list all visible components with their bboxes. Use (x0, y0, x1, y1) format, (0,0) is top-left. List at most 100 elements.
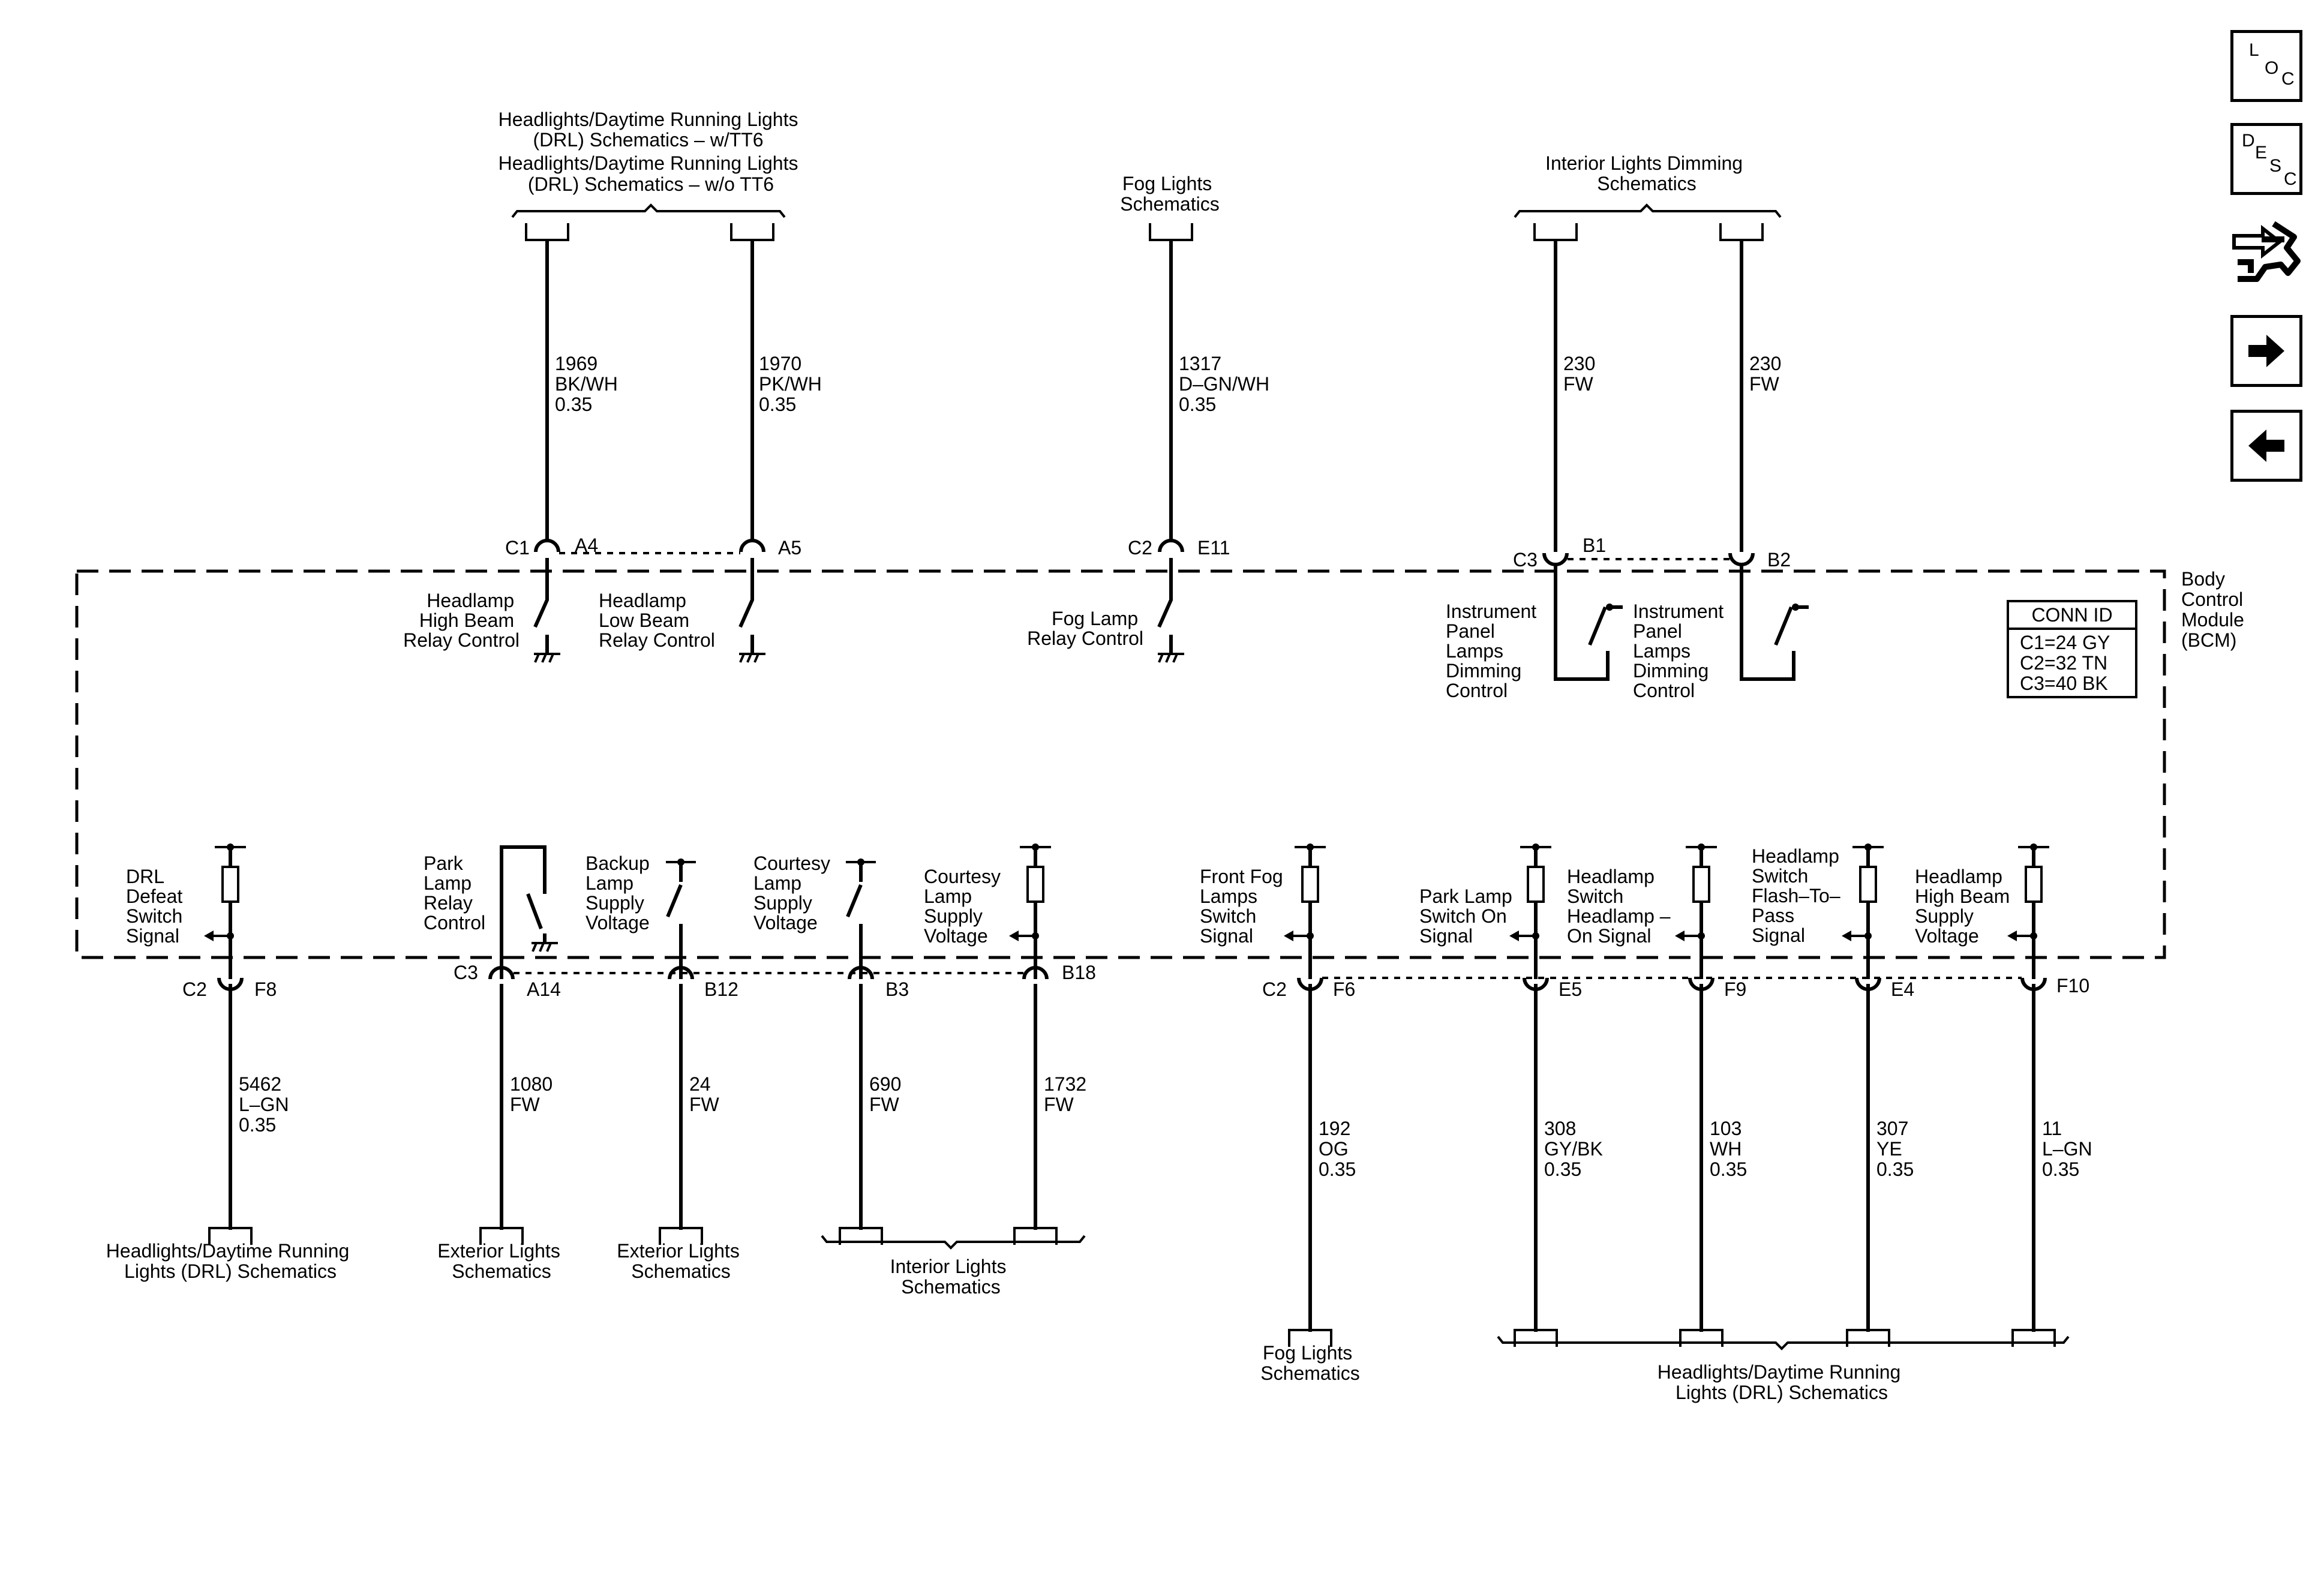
pin-label: C2 (1262, 978, 1287, 1000)
circuit-label-line: Defeat (126, 885, 182, 907)
bottom-destination-exterior-1[interactable]: Exterior Lights Schematics (437, 1240, 565, 1282)
circuit-label-line: Front Fog (1200, 866, 1283, 887)
top-wires (545, 240, 1743, 552)
circuit-label-line: Low Beam (599, 610, 689, 631)
bottom-destination-line: Schematics (631, 1260, 730, 1282)
circuit-label-line: Supply (753, 892, 812, 914)
top-destination-drl[interactable]: Headlights/Daytime Running Lights (DRL) … (499, 109, 804, 195)
conn-id-title: CONN ID (2031, 604, 2112, 626)
pin-label: B12 (704, 978, 738, 1000)
circuit-label-line: Voltage (585, 912, 650, 933)
label-park-relay: Park Lamp Relay Control (424, 852, 485, 933)
wire-label-line: FW (869, 1094, 900, 1115)
label-park-switch: Park Lamp Switch On Signal (1419, 885, 1518, 947)
top-destination-fog-line: Schematics (1120, 193, 1219, 215)
wire-label-line: L–GN (239, 1094, 289, 1115)
bottom-destination-line: Exterior Lights (617, 1240, 740, 1262)
wire-label-1317: 1317 D–GN/WH 0.35 (1179, 353, 1275, 415)
circuit-label-line: Lamps (1446, 640, 1503, 662)
pin-label: B18 (1062, 962, 1096, 983)
wire-label-line: 1317 (1179, 353, 1221, 374)
circuit-label-line: Backup (585, 852, 650, 874)
wire-label-line: 0.35 (1179, 394, 1216, 415)
wire-label-line: FW (1563, 373, 1594, 395)
wire-label-1970: 1970 PK/WH 0.35 (759, 353, 827, 415)
bottom-destination-exterior-2[interactable]: Exterior Lights Schematics (617, 1240, 744, 1282)
wire-label-line: FW (510, 1094, 541, 1115)
top-destination-fog[interactable]: Fog Lights Schematics (1120, 173, 1219, 215)
wire-label-line: FW (689, 1094, 720, 1115)
location-button[interactable]: L O C (2230, 30, 2302, 102)
wire-label-192: 192 OG 0.35 (1319, 1118, 1356, 1180)
wire-label-1732: 1732 FW (1044, 1073, 1092, 1115)
wire-label-11: 11 L–GN 0.35 (2042, 1118, 2097, 1180)
bottom-destination-interior[interactable]: Interior Lights Schematics (890, 1256, 1012, 1298)
bottom-destination-drl-2[interactable]: Headlights/Daytime Running Lights (DRL) … (1658, 1361, 1906, 1403)
bottom-destination-line: Headlights/Daytime Running (1658, 1361, 1901, 1383)
circuit-label-line: High Beam (1915, 885, 2010, 907)
conn-id-row: C1=24 GY (2020, 632, 2110, 653)
pin-label: F9 (1724, 978, 1746, 1000)
bottom-destination-drl-1[interactable]: Headlights/Daytime Running Lights (DRL) … (106, 1240, 355, 1282)
pin-label: E11 (1197, 537, 1230, 559)
bottom-destination-line: Lights (DRL) Schematics (124, 1260, 337, 1282)
bottom-destination-line: Schematics (901, 1276, 1000, 1298)
circuit-label-line: Headlamp (599, 590, 686, 611)
wire-label-line: YE (1876, 1138, 1902, 1160)
wire-label-line: BK/WH (555, 373, 618, 395)
circuit-label-line: Flash–To– (1752, 885, 1840, 906)
location-letter: O (2265, 58, 2279, 78)
location-letter: C (2281, 69, 2295, 89)
wire-label-line: 0.35 (1544, 1158, 1581, 1180)
wire-label-line: 5462 (239, 1073, 281, 1095)
wire-label-line: 0.35 (1876, 1158, 1914, 1180)
label-front-fog: Front Fog Lamps Switch Signal (1200, 866, 1289, 947)
circuit-label-line: Relay Control (1027, 628, 1143, 649)
conn-id-row: C2=32 TN (2020, 652, 2107, 674)
wire-label-line: 24 (689, 1073, 711, 1095)
top-destination-drl-line: (DRL) Schematics – w/o TT6 (528, 173, 774, 195)
bottom-destination-fog[interactable]: Fog Lights Schematics (1260, 1342, 1359, 1384)
description-button[interactable]: D E S C (2230, 123, 2302, 195)
label-ip-dimming-1: Instrument Panel Lamps Dimming Control (1446, 601, 1542, 701)
top-destination-drl-line: Headlights/Daytime Running Lights (499, 109, 798, 130)
previous-page-button[interactable] (2230, 410, 2302, 482)
top-destination-fog-line: Fog Lights (1122, 173, 1212, 194)
top-brace-drl (511, 203, 786, 218)
wire-label-line: 307 (1876, 1118, 1908, 1139)
circuit-label-line: DRL (126, 866, 164, 887)
module-name-line: Module (2181, 609, 2244, 631)
wire-label-line: GY/BK (1544, 1138, 1603, 1160)
bottom-destination-line: Fog Lights (1263, 1342, 1352, 1364)
wire-label-line: 1970 (759, 353, 801, 374)
pin-label: E5 (1559, 978, 1582, 1000)
label-drl-defeat: DRL Defeat Switch Signal (126, 866, 188, 947)
wire-label-line: 0.35 (555, 394, 592, 415)
wire-label-line: 0.35 (239, 1114, 276, 1136)
wire-label-line: 0.35 (2042, 1158, 2079, 1180)
label-backup-lamp: Backup Lamp Supply Voltage (585, 852, 655, 933)
pin-label: C2 (182, 978, 207, 1000)
bottom-harness-connectors (208, 1227, 2070, 1350)
wire-label-24: 24 FW (689, 1073, 720, 1115)
pin-label: F8 (254, 978, 277, 1000)
next-page-button[interactable] (2230, 315, 2302, 387)
circuit-label-line: Relay Control (599, 629, 715, 651)
wire-label-line: 192 (1319, 1118, 1350, 1139)
connector-tools-icon[interactable] (2227, 213, 2305, 291)
top-destination-interior-dimming[interactable]: Interior Lights Dimming Schematics (1545, 152, 1748, 194)
wire-label-1969: 1969 BK/WH 0.35 (555, 353, 623, 415)
module-name: Body Control Module (BCM) (2181, 568, 2250, 651)
circuit-label-line: Lamp (753, 872, 801, 894)
pin-label: A5 (778, 537, 801, 559)
wire-label-103: 103 WH 0.35 (1710, 1118, 1747, 1180)
top-destination-drl-line: Headlights/Daytime Running Lights (499, 152, 798, 174)
circuit-label-line: Headlamp (427, 590, 514, 611)
circuit-label-line: Signal (1419, 925, 1473, 947)
bottom-destination-line: Exterior Lights (437, 1240, 560, 1262)
circuit-label-line: High Beam (419, 610, 514, 631)
circuit-label-line: Lamp (585, 872, 633, 894)
wire-label-line: 1969 (555, 353, 597, 374)
circuit-label-line: Control (1446, 680, 1508, 701)
pin-label: B1 (1583, 535, 1606, 556)
